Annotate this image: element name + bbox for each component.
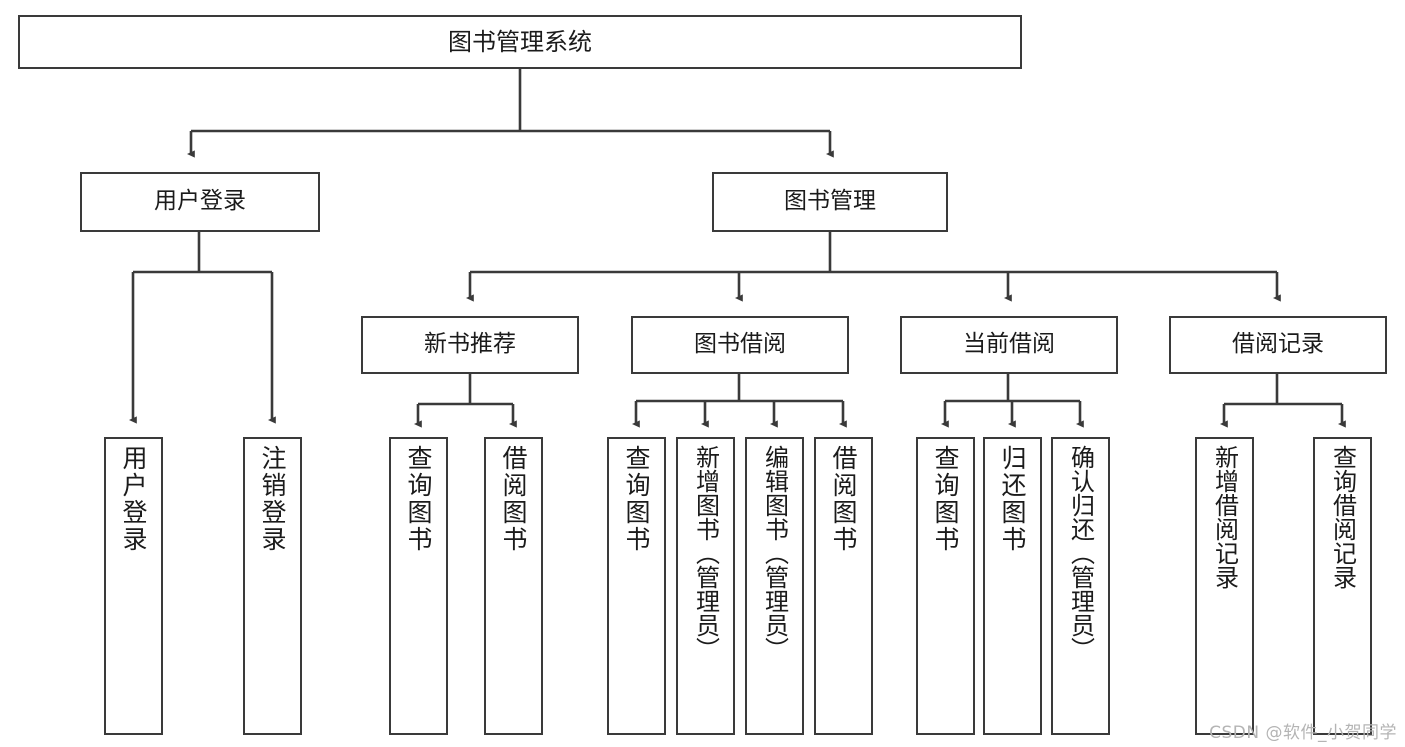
node-current-borrow-label: 当前借阅: [963, 331, 1055, 358]
node-leaf-label: 借阅图书: [499, 445, 528, 553]
node-leaf-current-borrow-confirm[interactable]: 确认归还（管理员）: [1051, 437, 1110, 735]
node-leaf-book-borrow-edit[interactable]: 编辑图书（管理员）: [745, 437, 804, 735]
node-leaf-label: 新增图书（管理员）: [691, 445, 720, 661]
node-leaf-label: 借阅图书: [829, 445, 858, 553]
node-leaf-label: 新增借阅记录: [1210, 445, 1239, 589]
csdn-watermark: CSDN @软件_小贺同学: [1209, 723, 1397, 743]
node-leaf-user-login-logout[interactable]: 注销登录: [243, 437, 302, 735]
node-leaf-user-login-login[interactable]: 用户登录: [104, 437, 163, 735]
node-leaf-new-book-borrow[interactable]: 借阅图书: [484, 437, 543, 735]
node-book-borrow[interactable]: 图书借阅: [631, 316, 849, 374]
node-leaf-label: 注销登录: [258, 445, 287, 553]
node-borrow-record-label: 借阅记录: [1232, 331, 1324, 358]
node-leaf-label: 查询图书: [404, 445, 433, 553]
node-leaf-book-borrow-add[interactable]: 新增图书（管理员）: [676, 437, 735, 735]
node-leaf-borrow-record-query[interactable]: 查询借阅记录: [1313, 437, 1372, 735]
node-leaf-label: 归还图书: [998, 445, 1027, 553]
node-leaf-label: 查询借阅记录: [1328, 445, 1357, 589]
node-leaf-current-borrow-query[interactable]: 查询图书: [916, 437, 975, 735]
node-leaf-label: 用户登录: [119, 445, 148, 553]
node-leaf-label: 确认归还（管理员）: [1066, 445, 1095, 661]
node-leaf-label: 编辑图书（管理员）: [760, 445, 789, 661]
node-leaf-label: 查询图书: [622, 445, 651, 553]
node-leaf-label: 查询图书: [931, 445, 960, 553]
node-leaf-current-borrow-return[interactable]: 归还图书: [983, 437, 1042, 735]
node-book-manage[interactable]: 图书管理: [712, 172, 948, 232]
node-current-borrow[interactable]: 当前借阅: [900, 316, 1118, 374]
node-book-manage-label: 图书管理: [784, 188, 876, 215]
node-user-login[interactable]: 用户登录: [80, 172, 320, 232]
node-book-borrow-label: 图书借阅: [694, 331, 786, 358]
node-new-book-recommend-label: 新书推荐: [424, 331, 516, 358]
node-leaf-new-book-query[interactable]: 查询图书: [389, 437, 448, 735]
node-user-login-label: 用户登录: [154, 188, 246, 215]
node-leaf-borrow-record-add[interactable]: 新增借阅记录: [1195, 437, 1254, 735]
node-root-system[interactable]: 图书管理系统: [18, 15, 1022, 69]
node-leaf-book-borrow-borrow[interactable]: 借阅图书: [814, 437, 873, 735]
node-root-label: 图书管理系统: [448, 27, 592, 56]
node-borrow-record[interactable]: 借阅记录: [1169, 316, 1387, 374]
node-leaf-book-borrow-query[interactable]: 查询图书: [607, 437, 666, 735]
node-new-book-recommend[interactable]: 新书推荐: [361, 316, 579, 374]
